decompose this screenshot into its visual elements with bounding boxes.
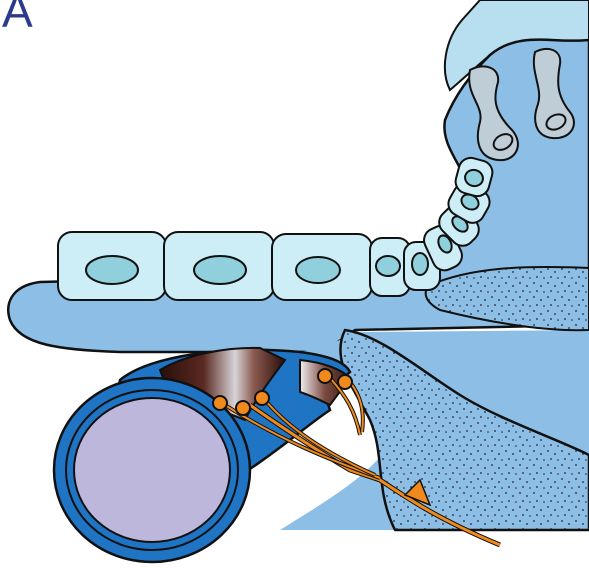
nerve-terminal xyxy=(318,369,332,383)
cell-nucleus xyxy=(412,253,428,275)
epithelium xyxy=(58,155,495,300)
nerve-terminal xyxy=(255,391,269,405)
cell-nucleus xyxy=(86,256,138,284)
nerve-terminal xyxy=(213,396,227,410)
nerve-terminal xyxy=(338,375,352,389)
cell-nucleus xyxy=(296,257,340,283)
cell-nucleus xyxy=(376,256,400,276)
cell-nucleus xyxy=(194,256,246,284)
vessel-lumen xyxy=(74,398,230,542)
nerve-terminal xyxy=(236,401,250,415)
